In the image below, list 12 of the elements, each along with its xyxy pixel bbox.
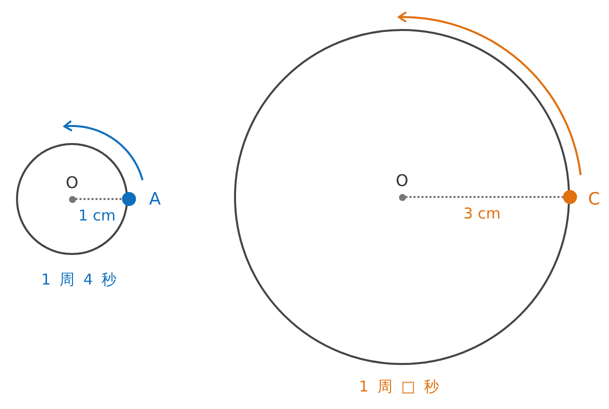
- radius-label: 3 cm: [463, 206, 501, 222]
- period-caption: 1 周 4 秒: [41, 272, 119, 288]
- point-label: A: [149, 192, 161, 208]
- center-dot: [68, 196, 76, 202]
- radius-line: [406, 196, 563, 198]
- center-dot: [398, 194, 406, 200]
- center-label: O: [396, 173, 408, 189]
- radius-label: 1 cm: [78, 208, 116, 224]
- center-label: O: [66, 175, 78, 191]
- point-label: C: [588, 192, 600, 208]
- radius-line: [76, 198, 122, 200]
- period-caption: 1 周 □ 秒: [358, 380, 442, 394]
